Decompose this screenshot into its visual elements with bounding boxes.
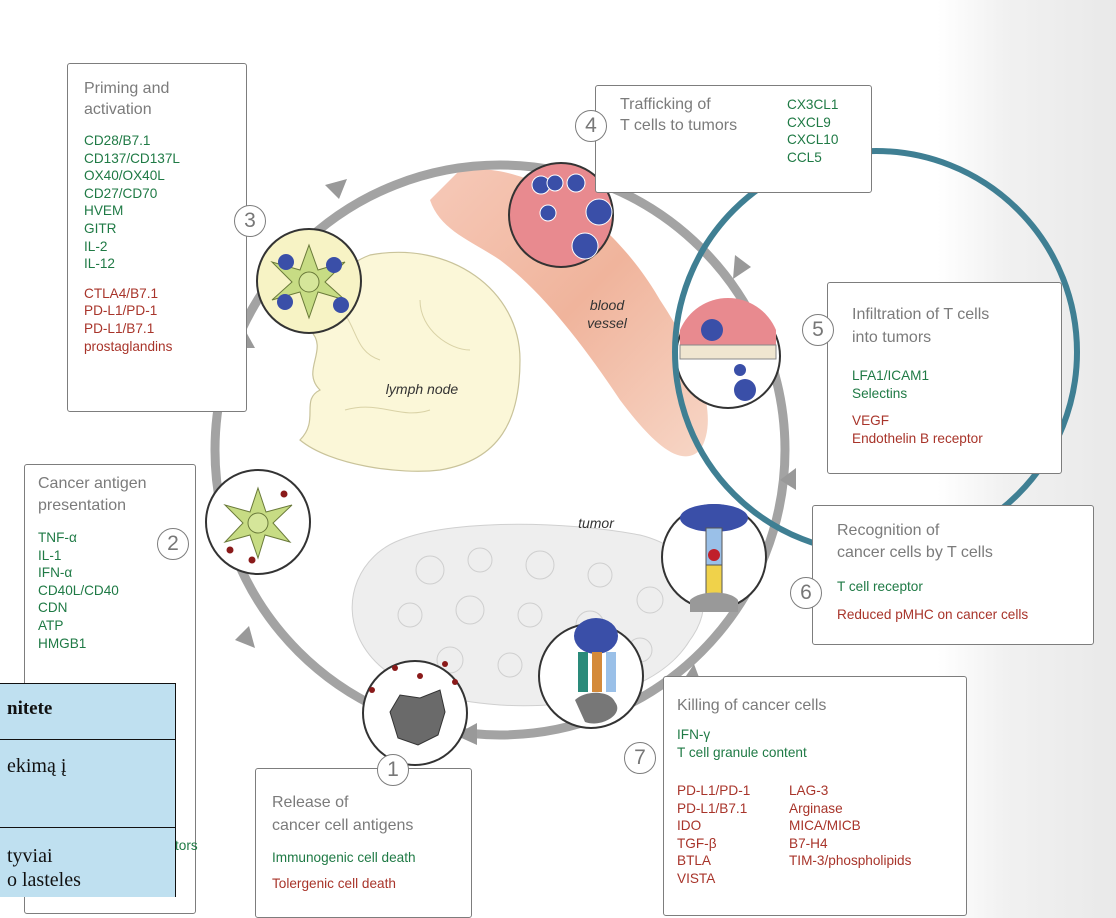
step7-red-item: LAG-3: [789, 783, 829, 798]
step4-box: Trafficking of T cells to tumors CX3CL1 …: [595, 85, 872, 193]
step3-title: Priming and activation: [84, 80, 170, 118]
step3-green-item: IL-12: [84, 256, 115, 272]
step3-green-item: CD137/CD137L: [84, 150, 180, 166]
blood-vessel-shape: [430, 169, 708, 457]
step2-green-list: TNF-α IL-1 IFN-α CD40L/CD40 CDN ATP HMGB…: [38, 529, 195, 652]
killing-synapse-step7: [538, 618, 644, 729]
step7-red-item: PD-L1/PD-1: [677, 783, 751, 798]
cancer-immunity-cycle-diagram: [205, 148, 1080, 766]
step7-red-item: TIM-3/phospholipids: [789, 853, 912, 869]
step3-red-item: PD-L1/PD-1: [84, 303, 158, 319]
step-number-4: 4: [575, 110, 607, 142]
overlay-table-header: nitete: [0, 683, 176, 741]
step1-title: Release of cancer cell antigens: [272, 794, 414, 834]
step7-red-item: BTLA: [677, 853, 711, 869]
cycle-arc: [210, 160, 790, 740]
step5-red-list: VEGF Endothelin B receptor: [852, 412, 1061, 447]
step7-red-item: B7-H4: [789, 835, 828, 851]
step1-box: Release of cancer cell antigens Immunoge…: [255, 768, 472, 918]
step7-red-item: PD-L1/B7.1: [677, 800, 748, 816]
step3-green-item: IL-2: [84, 238, 108, 254]
overlay-table-row2-line2: o lasteles: [7, 869, 81, 891]
step6-list: T cell receptor Reduced pMHC on cancer c…: [837, 576, 1093, 626]
step5-green-item: LFA1/ICAM1: [852, 368, 930, 383]
step3-red-list: CTLA4/B7.1 PD-L1/PD-1 PD-L1/B7.1 prostag…: [84, 285, 246, 355]
step-number-1: 1: [377, 754, 409, 786]
overlay-table-row2: tyviai o lasteles: [0, 827, 176, 897]
step-number-2: 2: [157, 528, 189, 560]
step2-green-item: ATP: [38, 617, 64, 633]
trafficking-cells-step4: [508, 162, 614, 268]
step7-title: Killing of cancer cells: [677, 697, 827, 714]
step-number-5: 5: [802, 314, 834, 346]
recognition-synapse-step6: [661, 504, 767, 612]
step5-title: Infiltration of T cells into tumors: [852, 306, 990, 346]
infiltration-cells-step5: [675, 298, 781, 409]
overlay-table-row2-line1: tyviai: [7, 845, 53, 867]
step7-green-list: IFN-γ T cell granule content: [677, 726, 966, 761]
step3-green-item: HVEM: [84, 203, 124, 219]
step2-green-item: CD40L/CD40: [38, 582, 119, 598]
overlay-table-header-text: nitete: [7, 698, 53, 719]
overlay-table-row1-text: ekimą į: [7, 755, 67, 777]
step3-green-list: CD28/B7.1 CD137/CD137L OX40/OX40L CD27/C…: [84, 132, 246, 273]
step3-red-item: CTLA4/B7.1: [84, 285, 159, 301]
step2-green-item: HMGB1: [38, 635, 87, 651]
tumor-label: tumor: [578, 515, 614, 531]
step3-green-item: CD27/CD70: [84, 185, 158, 201]
step5-green-list: LFA1/ICAM1 Selectins: [852, 367, 1061, 402]
overlay-table-row1: ekimą į: [0, 739, 176, 829]
step4-green-item: CCL5: [787, 149, 822, 165]
step3-red-item: PD-L1/B7.1: [84, 320, 155, 336]
step3-box: Priming and activation CD28/B7.1 CD137/C…: [67, 63, 247, 412]
step2-green-item: IFN-α: [38, 565, 73, 581]
step5-red-item: Endothelin B receptor: [852, 430, 983, 446]
step4-green-item: CXCL9: [787, 114, 831, 130]
step3-green-item: CD28/B7.1: [84, 133, 151, 148]
step2-green-item: TNF-α: [38, 530, 77, 545]
step3-red-item: prostaglandins: [84, 338, 173, 354]
step4-green-item: CXCL10: [787, 132, 839, 148]
step4-green-item: CX3CL1: [787, 97, 839, 112]
step3-green-item: GITR: [84, 220, 117, 236]
step5-red-item: VEGF: [852, 413, 890, 429]
step7-red-col2: LAG-3 Arginase MICA/MICB B7-H4 TIM-3/pho…: [789, 782, 911, 870]
step-number-6: 6: [790, 577, 822, 609]
step7-red-item: VISTA: [677, 870, 716, 886]
step6-box: Recognition of cancer cells by T cells T…: [812, 505, 1094, 645]
step-number-3: 3: [234, 205, 266, 237]
step6-green-item: T cell receptor: [837, 579, 923, 594]
lymph-node-label: lymph node: [385, 381, 459, 397]
step4-green-list: CX3CL1 CXCL9 CXCL10 CCL5: [787, 96, 838, 166]
step7-red-item: Arginase: [789, 800, 843, 816]
step1-green-item: Immunogenic cell death: [272, 850, 416, 865]
step-number-7: 7: [624, 742, 656, 774]
step5-box: Infiltration of T cells into tumors LFA1…: [827, 282, 1062, 474]
step2-partial-text: tors: [175, 838, 198, 853]
dying-cancer-cell-step1: [362, 660, 468, 766]
blood-vessel-label: blood vessel: [587, 297, 627, 331]
step5-green-item: Selectins: [852, 385, 908, 401]
step7-red-item: TGF-β: [677, 835, 717, 851]
step7-green-item: T cell granule content: [677, 744, 807, 760]
step7-red-col1: PD-L1/PD-1 PD-L1/B7.1 IDO TGF-β BTLA VIS…: [677, 782, 750, 888]
step7-red-item: MICA/MICB: [789, 818, 861, 834]
step3-green-item: OX40/OX40L: [84, 168, 165, 184]
step2-green-item: IL-1: [38, 547, 62, 563]
dendritic-cell-step3: [256, 228, 362, 334]
dendritic-cell-step2: [205, 469, 311, 575]
step2-title: Cancer antigen presentation: [38, 475, 147, 514]
step7-green-item: IFN-γ: [677, 727, 711, 742]
step7-red-item: IDO: [677, 818, 702, 834]
step1-red-item: Tolergenic cell death: [272, 875, 396, 891]
step2-green-item: CDN: [38, 600, 68, 616]
step7-box: Killing of cancer cells IFN-γ T cell gra…: [663, 676, 967, 916]
step6-red-item: Reduced pMHC on cancer cells: [837, 607, 1029, 622]
step6-title: Recognition of cancer cells by T cells: [837, 522, 993, 561]
step4-title: Trafficking of T cells to tumors: [620, 96, 738, 134]
